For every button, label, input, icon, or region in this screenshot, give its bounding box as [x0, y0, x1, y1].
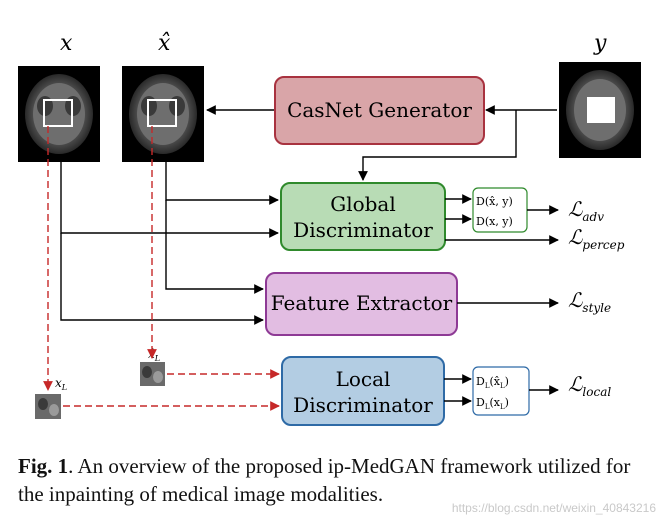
global-label-line2: Discriminator [293, 218, 433, 242]
loss-style: ℒstyle [568, 288, 611, 315]
label-y: y [593, 31, 607, 56]
connections [60, 105, 559, 406]
loss-adv: ℒadv [568, 197, 604, 224]
label-x-hat: x̂ [158, 31, 171, 56]
image-y [559, 62, 641, 158]
loss-percep: ℒpercep [568, 225, 625, 252]
feature-extractor-block: Feature Extractor [265, 272, 458, 336]
patch-x-hat-local [140, 362, 165, 386]
casnet-generator-block: CasNet Generator [274, 76, 485, 145]
generator-label: CasNet Generator [287, 98, 472, 122]
watermark: https://blog.csdn.net/weixin_40843216 [451, 501, 656, 515]
local-connections [43, 126, 280, 411]
label-x-hat-local: x̂L [148, 347, 160, 363]
local-label-line1: Local [336, 367, 391, 391]
image-x-hat [122, 66, 204, 162]
figure-caption: Fig. 1. An overview of the proposed ip-M… [18, 452, 648, 508]
framework-diagram: x x̂ y CasNet Generator Global Discrimin… [18, 31, 641, 426]
global-discriminator-block: Global Discriminator [280, 182, 446, 251]
local-output-box: DL(x̂L) DL(xL) [472, 366, 530, 416]
local-discriminator-block: Local Discriminator [281, 356, 445, 426]
loss-local: ℒlocal [568, 372, 611, 399]
feature-label: Feature Extractor [271, 291, 453, 315]
image-x [18, 66, 100, 162]
label-x-local: xL [55, 376, 67, 392]
d-fake-label: D(x̂, y) [476, 195, 513, 208]
label-x: x [60, 31, 73, 56]
dl-fake-label: DL(x̂L) [476, 375, 509, 390]
global-label-line1: Global [330, 192, 396, 216]
caption-fig-label: Fig. 1 [18, 454, 69, 478]
global-output-box: D(x̂, y) D(x, y) [472, 187, 528, 233]
d-real-label: D(x, y) [476, 215, 513, 228]
caption-text: . An overview of the proposed ip-MedGAN … [18, 454, 631, 506]
local-label-line2: Discriminator [293, 393, 433, 417]
patch-x-local [35, 394, 61, 419]
dl-real-label: DL(xL) [476, 396, 509, 411]
